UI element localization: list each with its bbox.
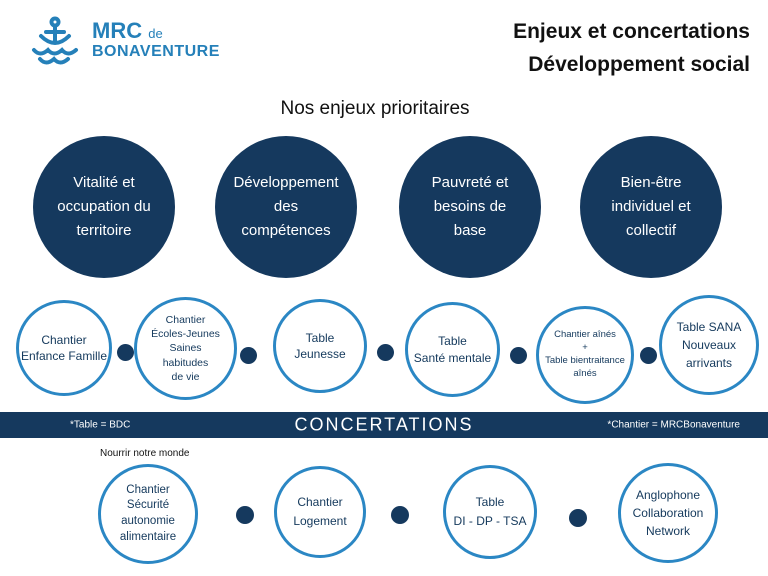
priority-circle-competences: Développement des compétences bbox=[215, 136, 357, 278]
table-circle-logement: Chantier Logement bbox=[274, 466, 366, 558]
banner-right-note: *Chantier = MRCBonaventure bbox=[607, 419, 740, 431]
table-circle-enfance-famille: Chantier Enfance Famille bbox=[16, 300, 112, 396]
priority-circle-pauvrete: Pauvreté et besoins de base bbox=[399, 136, 541, 278]
connector-dot bbox=[391, 506, 409, 524]
page-title: Enjeux et concertations Développement so… bbox=[513, 16, 750, 81]
table-circle-ecoles-jeunes: Chantier Écoles-Jeunes Saines habitudes … bbox=[134, 297, 237, 400]
table-circle-aines: Chantier aînés + Table bientraitance aîn… bbox=[536, 306, 634, 404]
connector-dot bbox=[569, 509, 587, 527]
connector-dot bbox=[240, 347, 257, 364]
table-circle-jeunesse: Table Jeunesse bbox=[273, 299, 367, 393]
connector-dot bbox=[377, 344, 394, 361]
page-title-line1: Enjeux et concertations bbox=[513, 20, 750, 43]
connector-dot bbox=[510, 347, 527, 364]
banner-title: CONCERTATIONS bbox=[294, 414, 474, 435]
logo-subname: BONAVENTURE bbox=[92, 42, 220, 60]
nourrir-note: Nourrir notre monde bbox=[100, 448, 190, 459]
table-circle-sante-mentale: Table Santé mentale bbox=[405, 302, 500, 397]
logo-name: MRC bbox=[92, 18, 143, 44]
page-title-line2: Développement social bbox=[528, 52, 750, 76]
section-subtitle: Nos enjeux prioritaires bbox=[280, 98, 470, 119]
connector-dot bbox=[236, 506, 254, 524]
banner-left-note: *Table = BDC bbox=[70, 419, 131, 431]
concertations-banner: *Table = BDC CONCERTATIONS *Chantier = M… bbox=[0, 412, 768, 438]
table-circle-securite-alimentaire: Chantier Sécurité autonomie alimentaire bbox=[98, 464, 198, 564]
table-circle-sana: Table SANA Nouveaux arrivants bbox=[659, 295, 759, 395]
priority-circle-territoire: Vitalité et occupation du territoire bbox=[33, 136, 175, 278]
logo: MRC de BONAVENTURE bbox=[26, 14, 220, 66]
table-circle-di-dp-tsa: Table DI - DP - TSA bbox=[443, 465, 537, 559]
connector-dot bbox=[640, 347, 657, 364]
boat-anchor-icon bbox=[32, 16, 78, 65]
priority-circle-bienetre: Bien-être individuel et collectif bbox=[580, 136, 722, 278]
logo-text: MRC de BONAVENTURE bbox=[92, 19, 220, 60]
connector-dot bbox=[117, 344, 134, 361]
logo-de: de bbox=[148, 26, 163, 42]
table-circle-anglophone-network: Anglophone Collaboration Network bbox=[618, 463, 718, 563]
